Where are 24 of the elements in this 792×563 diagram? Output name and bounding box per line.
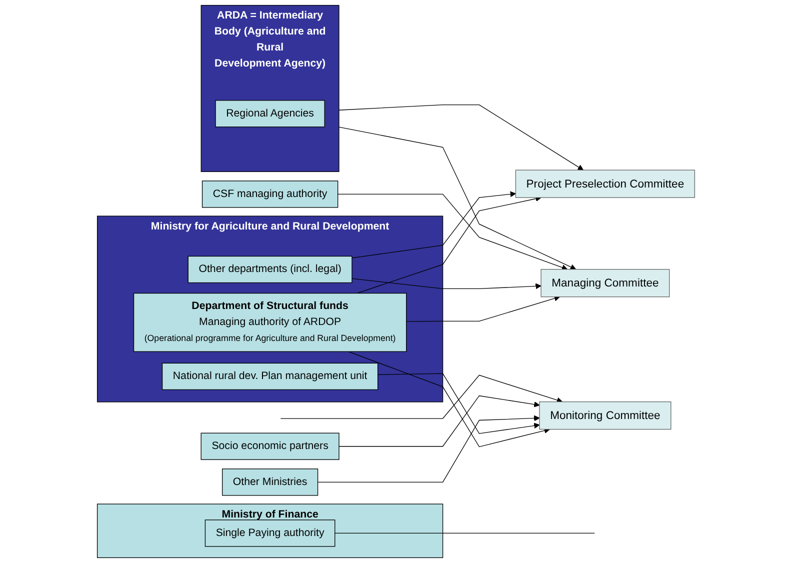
arrow <box>338 126 576 270</box>
node-box: Single Paying authority <box>204 520 336 547</box>
arrow <box>338 194 568 270</box>
node-box: Department of Structural funds Managing authority of ARDOP (Operational programme for Agriculture and Rural Development) <box>133 292 407 352</box>
arrow <box>338 395 540 447</box>
arrow <box>280 374 563 419</box>
node-box: Socio economic partners <box>200 432 340 460</box>
arrow <box>338 104 584 170</box>
arrow <box>406 296 560 322</box>
connector <box>334 532 595 534</box>
arrow <box>352 278 542 290</box>
arrow <box>317 415 540 482</box>
node-box: Monitoring Committee <box>539 401 672 430</box>
node-box: CSF managing authority <box>202 180 338 208</box>
node-box: Managing Committee <box>540 268 670 298</box>
node-box: National rural dev. Plan management unit <box>162 362 378 390</box>
node-box: Other Ministries <box>222 468 318 496</box>
node-box: Regional Agencies <box>215 100 325 128</box>
node-box: Other departments (incl. legal) <box>188 256 352 284</box>
arrow <box>377 373 540 434</box>
arrow <box>352 191 516 258</box>
arrow <box>356 196 542 294</box>
arrow <box>348 351 550 448</box>
node-box: Project Preselection Committee <box>515 170 696 198</box>
